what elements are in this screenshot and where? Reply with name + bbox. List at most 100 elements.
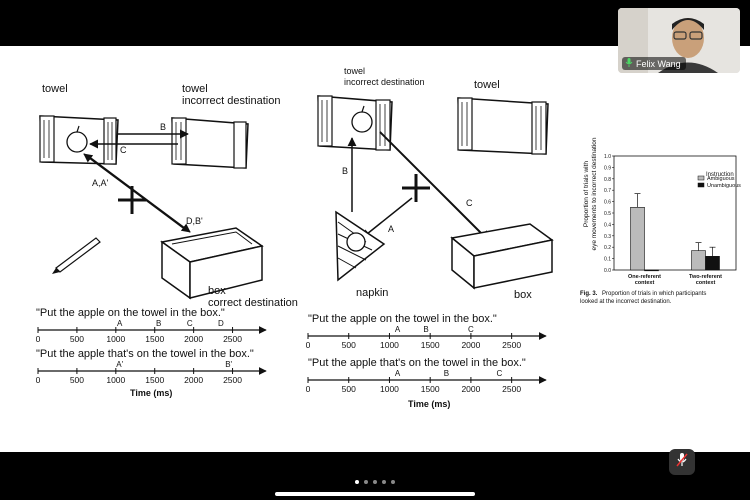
arrow-a-label: A — [388, 224, 394, 234]
page-dot[interactable] — [355, 480, 359, 484]
middle-figure: towel incorrect destination towel B — [306, 66, 554, 409]
timeline-tick-label: 500 — [70, 334, 84, 344]
page-dot[interactable] — [364, 480, 368, 484]
bar — [691, 250, 706, 271]
timeline-tick-label: 2500 — [223, 375, 242, 385]
shared-slide: towel towel incorrect destination — [0, 46, 750, 452]
x-category-label: One-referent — [628, 274, 661, 280]
timeline-tick-label: 2500 — [502, 340, 521, 350]
x-category-label: context — [635, 280, 655, 286]
timeline-tick-label: 0 — [36, 334, 41, 344]
timeline-event-label: D — [218, 319, 224, 328]
timeline-tick-label: 0 — [36, 375, 41, 385]
towel-incorrect-label-line2: incorrect destination — [182, 95, 280, 107]
timeline-event-label: B — [444, 369, 449, 378]
caption-line2: looked at the incorrect destination. — [580, 299, 672, 305]
arrow-b-label: B — [160, 122, 166, 132]
box-label-line2: correct destination — [208, 297, 298, 309]
legend-swatch — [697, 175, 705, 181]
timeline-event-label: A — [117, 319, 123, 328]
towel-incorrect-label-line2: incorrect destination — [344, 77, 425, 87]
left-figure: towel towel incorrect destination — [36, 83, 298, 398]
towel-incorrect-label-line1: towel — [344, 66, 365, 76]
y-tick-label: 0.5 — [604, 211, 611, 217]
chart-body: 0.00.10.20.30.40.50.60.70.80.91.0One-ref… — [604, 154, 741, 286]
y-tick-label: 0.4 — [604, 222, 611, 228]
bar — [630, 207, 645, 271]
timeline-event-label: B — [423, 325, 428, 334]
timeline-tick-label: 1000 — [106, 375, 125, 385]
apple-drawing — [351, 105, 373, 133]
y-tick-label: 0.1 — [604, 257, 611, 263]
y-axis-label-line1: Proportion of trials with — [583, 161, 590, 227]
legend-title: Instruction — [706, 172, 734, 178]
mic-muted-icon — [675, 452, 689, 473]
axis-label: Time (ms) — [408, 399, 450, 409]
towel-incorrect-label-line1: towel — [182, 83, 208, 95]
fixation-cross-icon — [118, 186, 146, 214]
timeline-event-label: B' — [225, 360, 232, 369]
timeline-tick-label: 2500 — [223, 334, 242, 344]
arrow-aa-label: A,A' — [92, 178, 109, 188]
y-tick-label: 0.0 — [604, 268, 611, 274]
timeline-tick-label: 500 — [70, 375, 84, 385]
bar-chart: 0.00.10.20.30.40.50.60.70.80.91.0One-ref… — [580, 137, 741, 305]
timeline-event-label: A — [395, 325, 401, 334]
timeline-tick-label: 2000 — [184, 334, 203, 344]
fixation-cross-icon — [402, 174, 430, 202]
arrow-c-label: C — [120, 145, 127, 155]
napkin-label: napkin — [356, 287, 388, 299]
axis-label: Time (ms) — [130, 388, 172, 398]
page-dot[interactable] — [391, 480, 395, 484]
page-dot[interactable] — [382, 480, 386, 484]
timeline-tick-label: 1500 — [421, 384, 440, 394]
legend-swatch — [697, 182, 705, 188]
home-indicator[interactable] — [275, 492, 475, 496]
page-indicator[interactable] — [0, 480, 750, 484]
apple-drawing — [66, 125, 88, 153]
caption-line1: Proportion of trials in which participan… — [602, 291, 706, 297]
timeline-tick-label: 2000 — [184, 375, 203, 385]
x-category-label: Two-referent — [689, 274, 722, 280]
timeline-tick-label: 2500 — [502, 384, 521, 394]
timeline-tick-label: 500 — [342, 340, 356, 350]
bar — [644, 269, 659, 272]
y-tick-label: 1.0 — [604, 154, 611, 160]
box-drawing — [160, 227, 264, 300]
timeline-tick-label: 1500 — [145, 375, 164, 385]
y-tick-label: 0.8 — [604, 177, 611, 183]
towel-drawing — [457, 97, 549, 155]
slide-canvas: towel towel incorrect destination — [36, 66, 742, 409]
caption-label: Fig. 3. — [580, 291, 598, 297]
towel-drawing — [171, 117, 249, 169]
box-label: box — [514, 289, 532, 301]
sentence-1: "Put the apple on the towel in the box." — [36, 307, 225, 319]
y-tick-label: 0.3 — [604, 234, 611, 240]
y-tick-label: 0.6 — [604, 200, 611, 206]
y-tick-label: 0.2 — [604, 245, 611, 251]
mic-on-icon — [625, 58, 633, 69]
legend-entry: Unambiguous — [707, 183, 741, 189]
towel-right-label: towel — [474, 79, 500, 91]
x-category-label: context — [696, 280, 716, 286]
pencil-icon — [52, 237, 101, 274]
bar — [705, 256, 720, 271]
timeline-event-label: A — [395, 369, 401, 378]
legend-entry: Ambiguous — [707, 176, 735, 182]
timeline-tick-label: 0 — [306, 340, 311, 350]
arrow-db-label: D,B' — [186, 216, 203, 226]
timeline-event-label: B — [156, 319, 161, 328]
mute-button[interactable] — [669, 449, 695, 475]
page-dot[interactable] — [373, 480, 377, 484]
participant-name: Felix Wang — [636, 58, 681, 69]
timeline-tick-label: 1000 — [380, 384, 399, 394]
timeline-tick-label: 1500 — [421, 340, 440, 350]
timeline-tick-label: 1000 — [380, 340, 399, 350]
y-tick-label: 0.7 — [604, 188, 611, 194]
timeline-event-label: C — [187, 319, 193, 328]
timeline-tick-label: 2000 — [461, 340, 480, 350]
participant-video-tile[interactable]: Felix Wang — [618, 8, 740, 73]
